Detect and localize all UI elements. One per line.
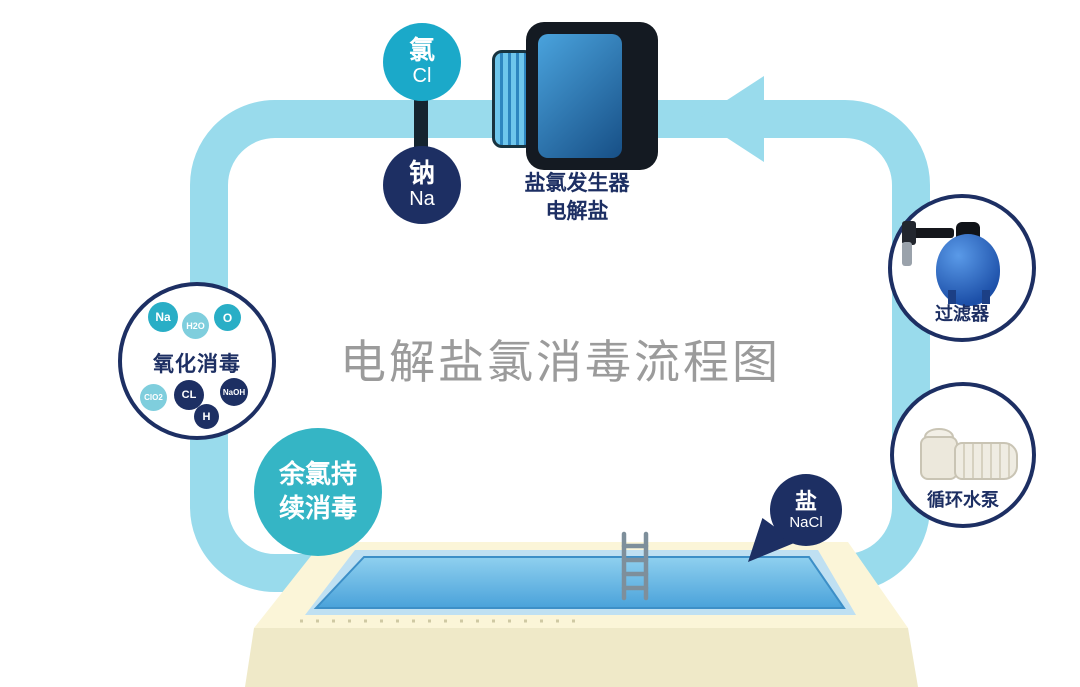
sodium-name: 钠 — [408, 157, 435, 188]
residual-line1: 余氯持 — [278, 459, 357, 490]
particle-h2o: H2O — [182, 312, 209, 339]
particle-naoh: NaOH — [220, 378, 248, 406]
particle-clo2: ClO2 — [140, 384, 167, 411]
generator-label: 盐氯发生器 电解盐 — [488, 170, 666, 227]
filter-pipe-art — [902, 242, 912, 266]
pump-label: 循环水泵 — [927, 490, 999, 510]
particle-h: H — [194, 404, 219, 429]
particle-na: Na — [148, 302, 178, 332]
filter-leg-art — [948, 290, 956, 304]
pump-node: 循环水泵 — [890, 382, 1036, 528]
salt-symbol: NaCl — [789, 514, 823, 532]
residual-line2: 续消毒 — [278, 493, 357, 523]
oxidation-node: Na H2O O 氧化消毒 ClO2 CL NaOH H — [118, 282, 276, 440]
sand-filter-tank-art — [936, 234, 1000, 306]
oxidation-label: 氧化消毒 — [153, 353, 241, 376]
salt-node: 盐 NaCl — [770, 474, 842, 546]
particle-o: O — [214, 304, 241, 331]
pump-strainer-art — [920, 436, 958, 480]
salt-name: 盐 — [794, 488, 817, 514]
chlorine-node: 氯 Cl — [383, 23, 461, 101]
filter-label: 过滤器 — [935, 304, 989, 324]
generator-label-line2: 电解盐 — [545, 200, 609, 224]
generator-label-line1: 盐氯发生器 — [524, 172, 630, 195]
filter-valve-art — [902, 221, 954, 245]
flow-arrow-left-icon — [698, 76, 764, 162]
pool-front-face — [245, 628, 918, 687]
sodium-node: 钠 Na — [383, 146, 461, 224]
residual-chlorine-node: 余氯持 续消毒 — [254, 428, 382, 556]
pool-water — [313, 556, 846, 609]
filter-node: 过滤器 — [888, 194, 1036, 342]
diagram-title: 电解盐氯消毒流程图 — [340, 336, 781, 388]
chlorine-symbol: Cl — [412, 65, 432, 88]
filter-leg-art — [982, 290, 990, 304]
generator-body-art — [526, 22, 658, 170]
pool-illustration — [245, 531, 918, 687]
generator-panel-art — [538, 34, 622, 158]
chlorine-sodium-connector — [414, 88, 428, 158]
sodium-symbol: Na — [409, 188, 435, 211]
salt-chlorinator-device — [492, 22, 658, 170]
chlorine-name: 氯 — [408, 34, 435, 65]
pool-ladder-icon — [621, 531, 649, 601]
pump-motor-art — [954, 442, 1018, 480]
